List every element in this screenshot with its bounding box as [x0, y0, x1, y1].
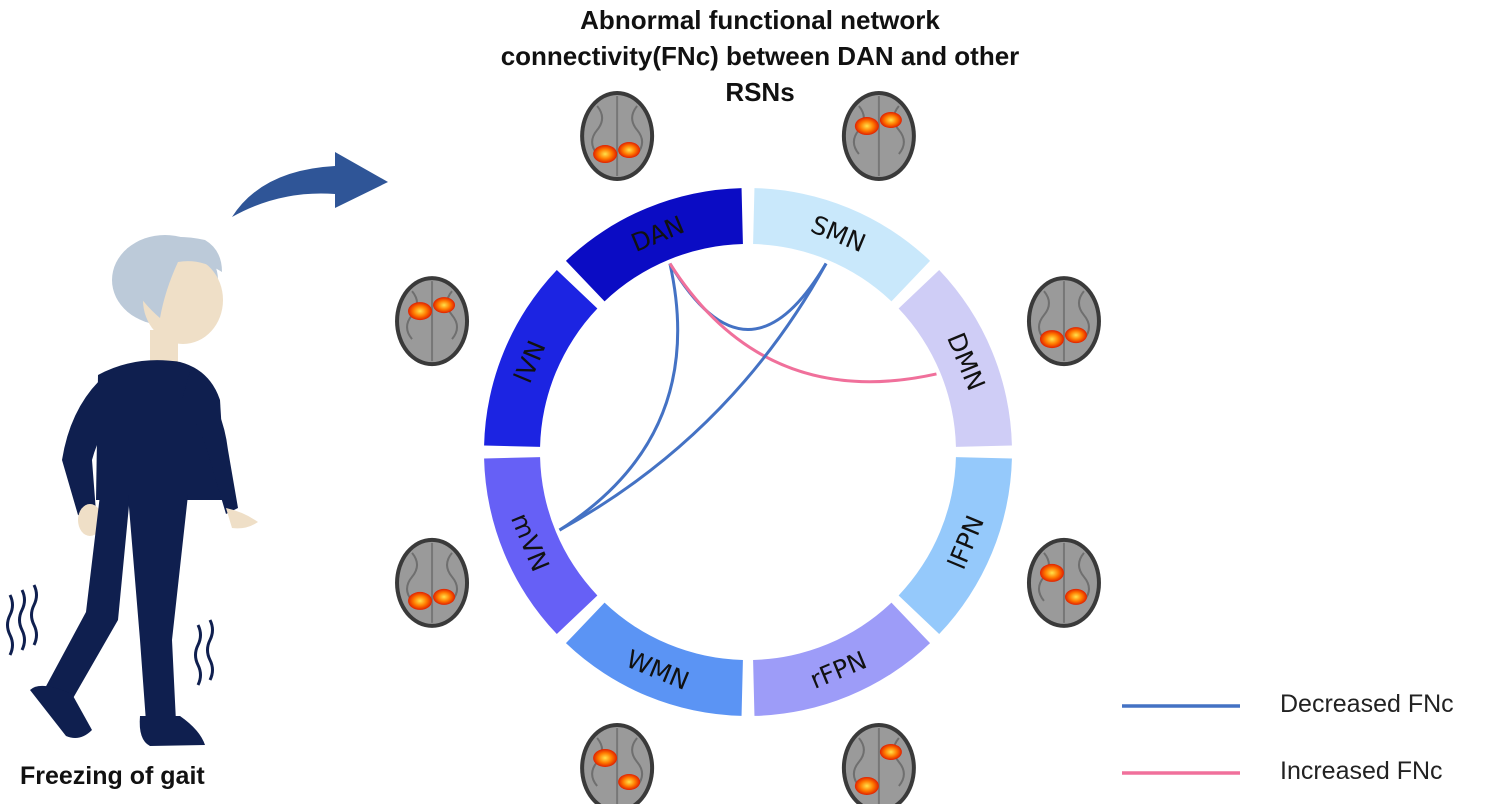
connection-dan-mvn [558, 263, 680, 532]
tremor-wave-icon [194, 619, 214, 686]
walking-person-illustration [30, 235, 258, 746]
title-line-1: Abnormal functional network [580, 5, 940, 35]
title-line-3: RSNs [725, 77, 795, 107]
brain-scan-thumbnail-lfpn [1026, 537, 1101, 628]
title-line-2: connectivity(FNc) between DAN and other [500, 41, 1020, 71]
brain-scan-thumbnail-dmn [1026, 276, 1101, 367]
connections-layer [558, 262, 937, 532]
brain-scan-thumbnail-dan [580, 91, 655, 182]
brain-scan-thumbnail-mvn [395, 537, 470, 628]
legend-label-increased: Increased FNc [1280, 757, 1443, 785]
brain-scan-thumbnail-wmn [580, 722, 655, 804]
ring-segment-smn [753, 188, 931, 302]
connection-dan-dmn [668, 262, 937, 384]
ring-segment-mvn [484, 457, 598, 635]
ring-segment-wmn [565, 602, 743, 716]
figure-caption: Freezing of gait [20, 762, 205, 790]
ring-segment-lfpn [898, 457, 1012, 635]
brain-scan-thumbnail-smn [841, 91, 916, 182]
curved-arrow [232, 152, 388, 217]
connection-smn-mvn [558, 262, 828, 532]
tremor-wave-icon [6, 584, 38, 656]
ring-segment-dan [565, 188, 743, 302]
legend-label-decreased: Decreased FNc [1280, 690, 1454, 718]
legend [1122, 704, 1240, 775]
brain-thumbnails [395, 91, 1101, 804]
ring-segment-lvn [484, 269, 598, 447]
ring-segment-dmn [898, 269, 1012, 447]
ring-segment-rfpn [753, 602, 931, 716]
brain-scan-thumbnail-rfpn [841, 722, 916, 804]
brain-scan-thumbnail-lvn [395, 276, 470, 367]
